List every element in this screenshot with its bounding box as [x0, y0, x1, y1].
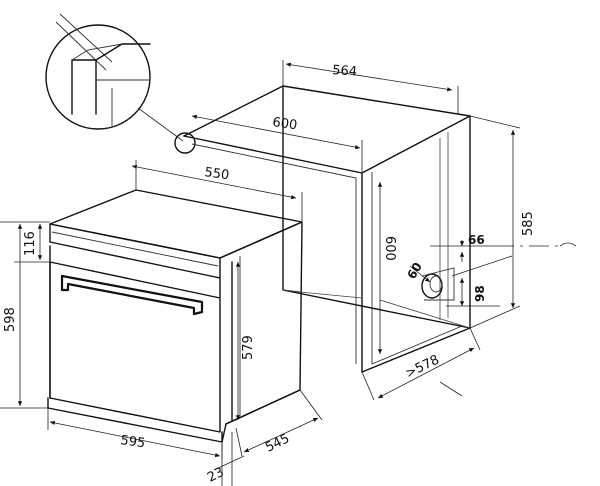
- dim-60: 60: [404, 260, 424, 281]
- dimension-lines: [0, 60, 577, 486]
- detail-circle: [45, 24, 151, 130]
- dim-23: 23: [205, 465, 226, 486]
- door-handle: [60, 274, 204, 316]
- dim-578: >578: [403, 352, 442, 381]
- dim-595: 595: [119, 433, 146, 451]
- oven: [47, 189, 303, 443]
- control-panel: [49, 223, 221, 279]
- dim-585: 585: [521, 211, 536, 236]
- dim-600-width: 600: [271, 115, 298, 133]
- dim-116: 116: [23, 231, 38, 256]
- dim-600-height: 600: [382, 236, 397, 261]
- oven-top: [49, 189, 303, 259]
- dim-545: 545: [263, 431, 292, 455]
- oven-door: [49, 261, 221, 433]
- dim-98: 98: [473, 285, 487, 302]
- detail-leader: [137, 107, 184, 142]
- dim-579: 579: [241, 335, 256, 360]
- detail-view: [45, 13, 196, 154]
- cabinet-niche: [183, 85, 471, 373]
- dim-564: 564: [332, 63, 358, 80]
- dim-598: 598: [3, 307, 18, 332]
- dim-66: 66: [468, 233, 485, 247]
- dim-550: 550: [203, 165, 230, 183]
